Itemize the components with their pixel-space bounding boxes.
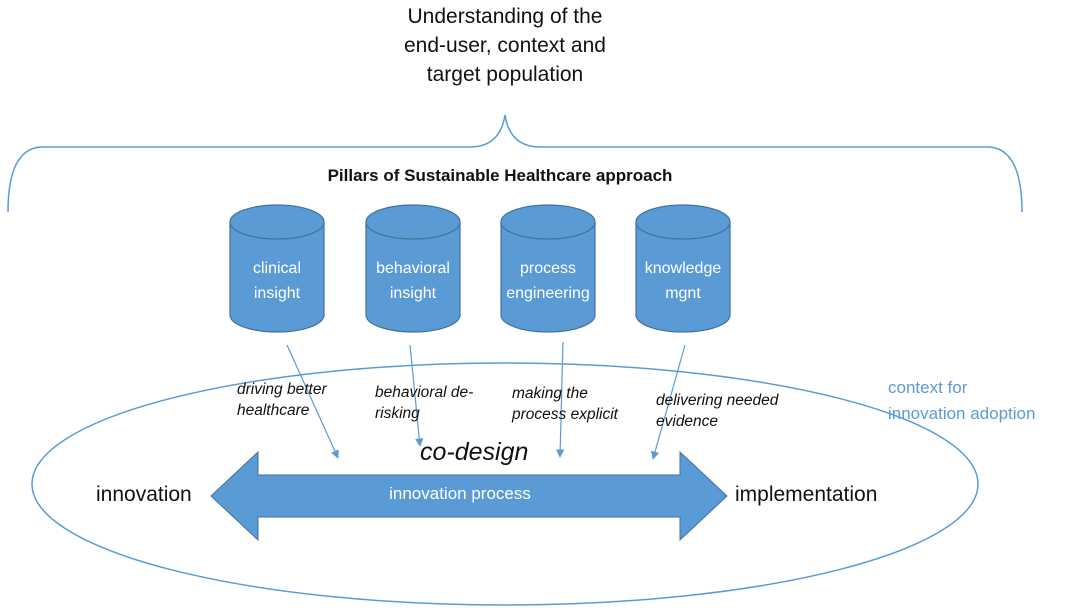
curly-brace [7,114,1023,213]
contribution-line-1: driving better [237,381,327,398]
pillar-cylinder-process [500,204,596,333]
pillar-label-clinical: clinical insight [222,256,332,306]
top-title: Understanding of the end-user, context a… [360,2,650,89]
context-ellipse [31,362,979,606]
contribution-line-1: behavioral de- [375,384,474,401]
contribution-line-2: evidence [656,413,719,430]
connector-arrow-process [555,341,565,458]
pillar-cylinder-behavioral [365,204,461,333]
contribution-label-behavioral: behavioral de- risking [375,382,473,424]
pillar-label-line-1: behavioral [376,260,450,277]
pillar-label-line-2: engineering [506,285,590,302]
connector-arrow-clinical [286,344,339,459]
context-label-line-1: context for [888,378,968,397]
connector-arrow-behavioral [409,344,424,447]
pillar-label-line-1: process [519,260,577,277]
pillar-label-behavioral: behavioral insight [358,256,468,306]
pillar-label-line-2: insight [253,285,301,302]
innovation-process-arrow [210,450,728,542]
co-design-label: co-design [420,438,529,466]
pillar-label-knowledge: knowledge mgnt [628,256,738,306]
context-label-line-2: innovation adoption [888,404,1036,423]
contribution-line-2: risking [375,405,420,422]
pillar-cylinder-knowledge [635,204,731,333]
contribution-line-2: healthcare [237,402,310,419]
innovation-label: innovation [96,483,192,506]
implementation-label: implementation [735,483,878,506]
pillar-label-line-1: clinical [252,260,301,277]
contribution-label-process: making the process explicit [512,383,618,425]
top-title-line-2: end-user, context and [404,34,606,57]
pillar-label-line-2: insight [389,285,437,302]
innovation-process-label: innovation process [389,484,531,503]
contribution-line-1: delivering needed [656,392,779,409]
connector-arrow-knowledge [650,344,686,460]
context-label: context for innovation adoption [888,375,1035,427]
top-title-line-1: Understanding of the [407,5,603,28]
contribution-label-knowledge: delivering needed evidence [656,390,778,432]
pillar-cylinder-clinical [229,204,325,333]
top-title-line-3: target population [426,63,584,86]
contribution-line-1: making the [512,385,588,402]
pillar-label-process: process engineering [493,256,603,306]
pillar-label-line-1: knowledge [644,260,722,277]
pillar-label-line-2: mgnt [665,285,701,302]
pillars-title: Pillars of Sustainable Healthcare approa… [327,166,673,185]
contribution-label-clinical: driving better healthcare [237,379,327,421]
contribution-line-2: process explicit [512,406,618,423]
